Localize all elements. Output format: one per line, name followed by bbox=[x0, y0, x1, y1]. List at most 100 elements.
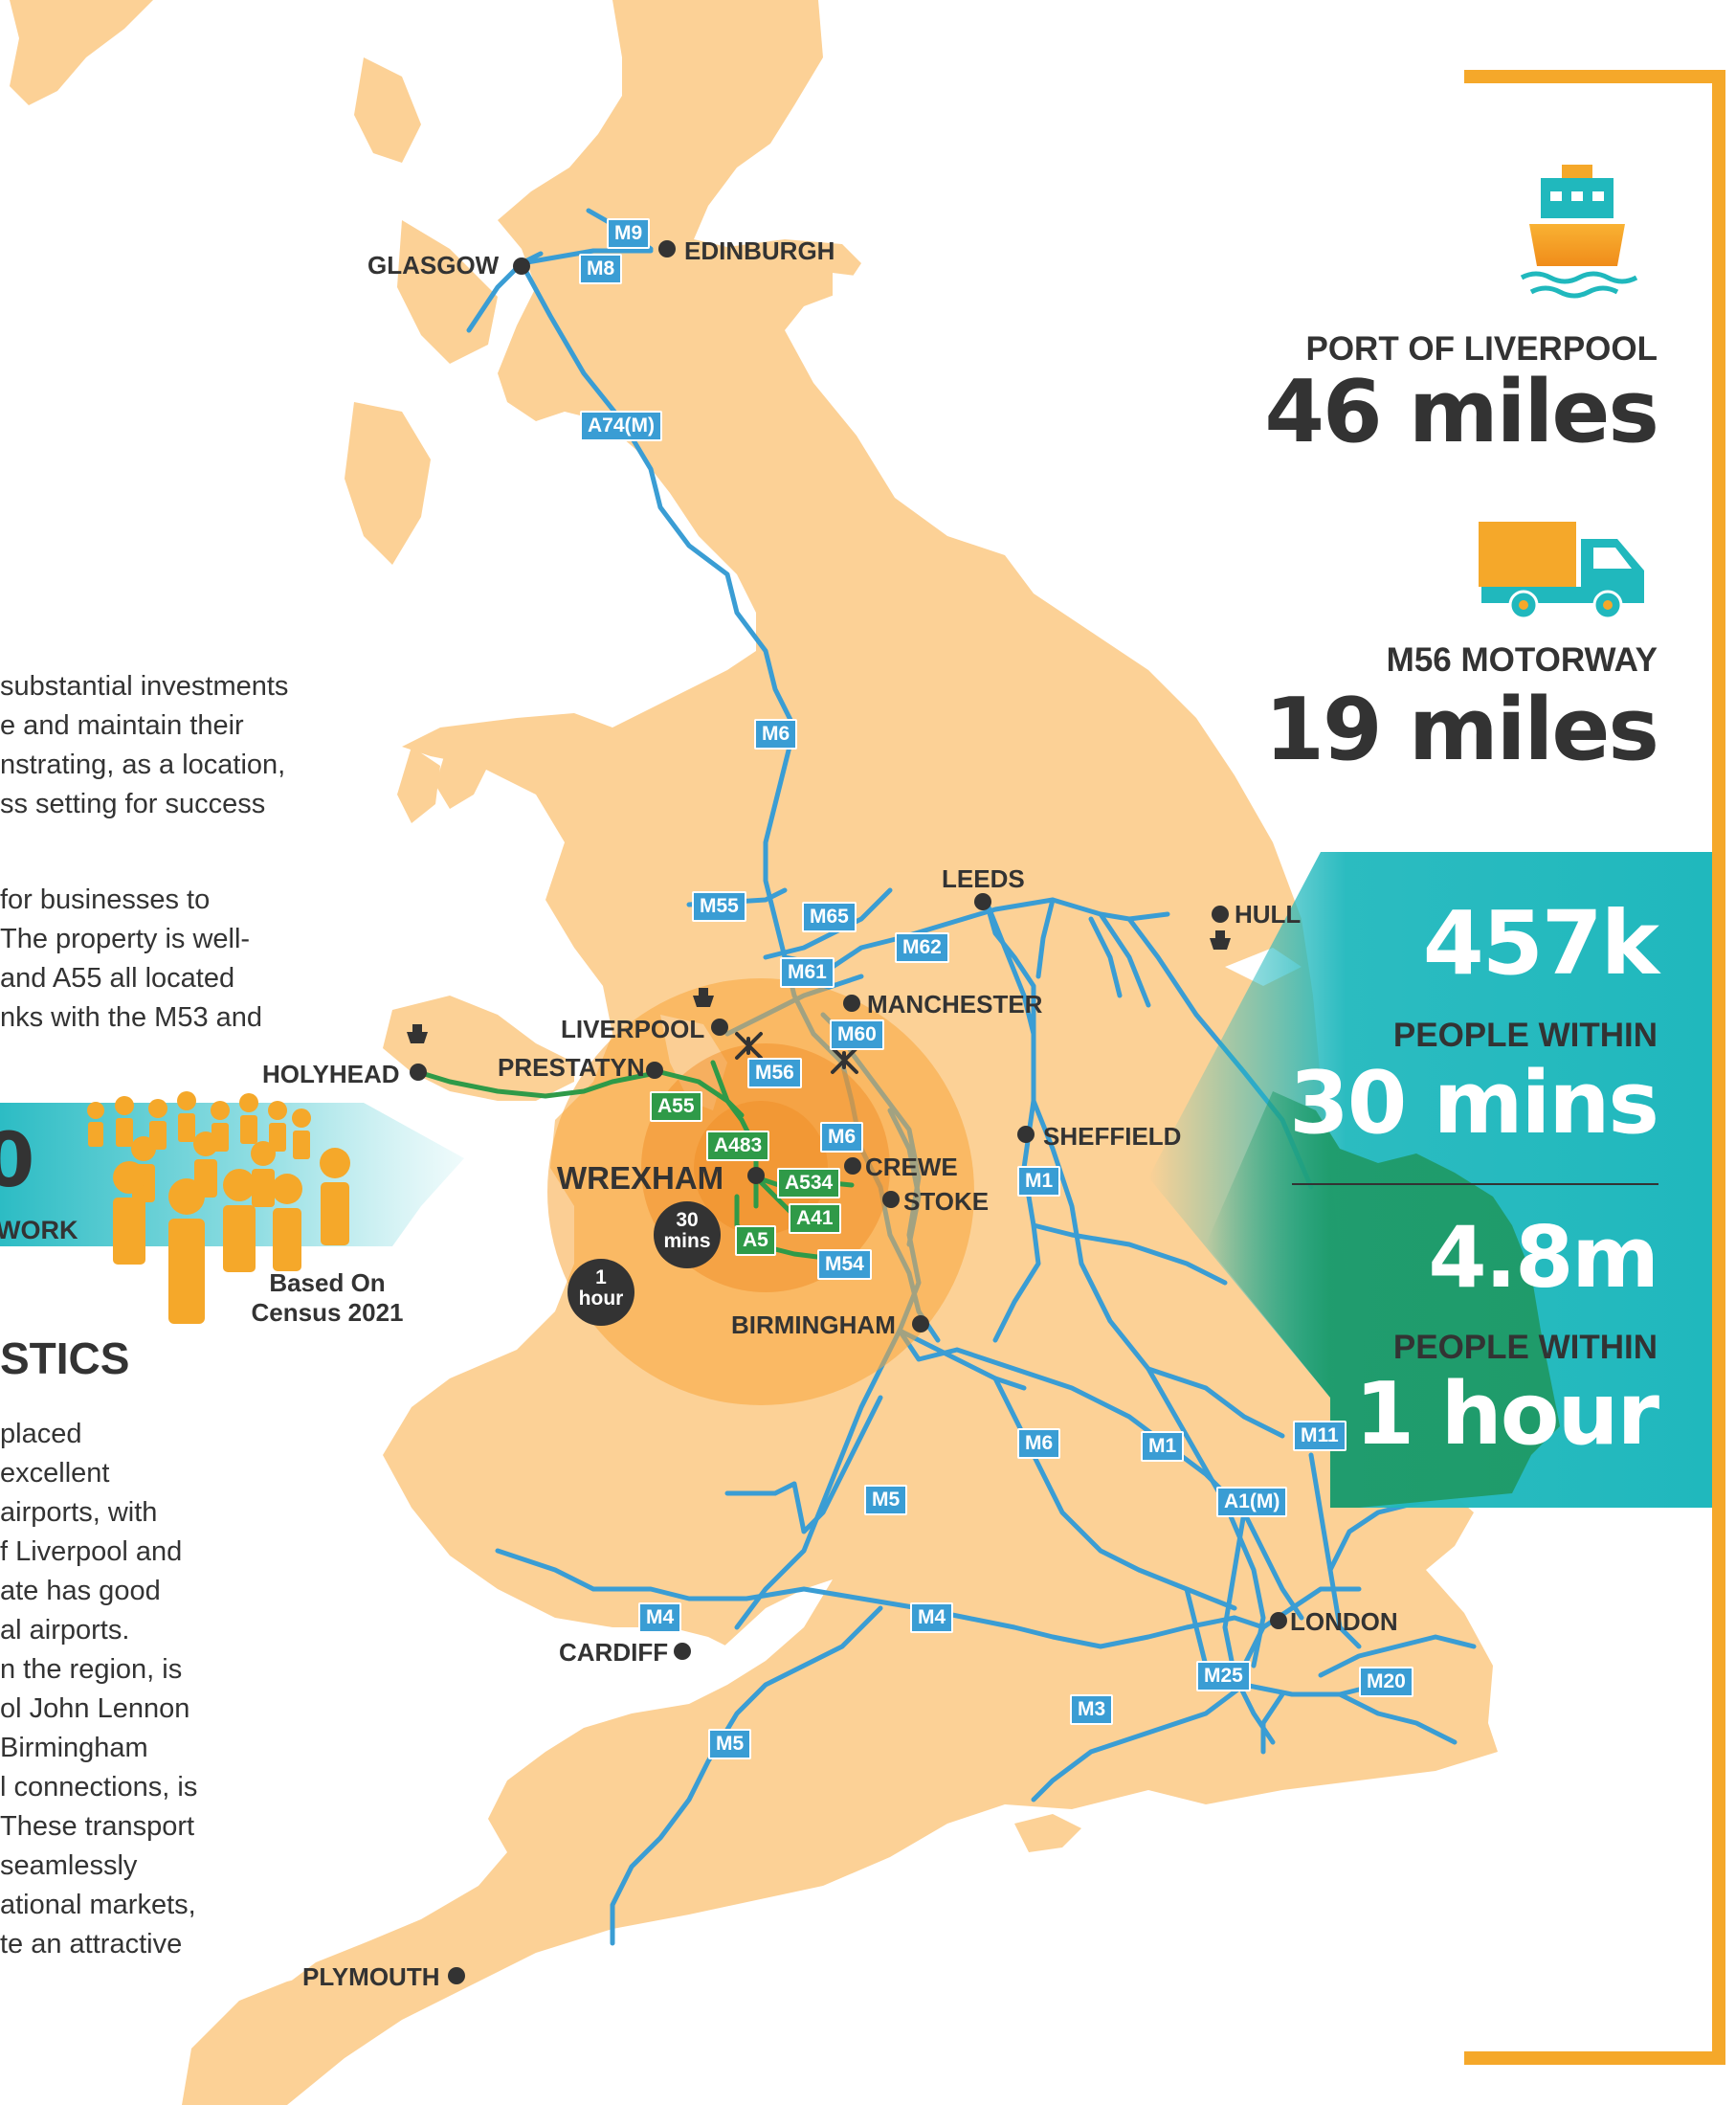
para1-line: substantial investments bbox=[0, 671, 289, 702]
logistics-paragraph: placed excellent airports, with f Liverp… bbox=[0, 1415, 230, 1964]
city-label-glasgow: GLASGOW bbox=[367, 251, 500, 280]
business-paragraph: for businesses to The property is well- … bbox=[0, 881, 330, 1038]
one-hour-bubble bbox=[568, 1259, 634, 1326]
road-badge-m60: M60 bbox=[830, 1019, 884, 1050]
motorway-distance: 19 miles bbox=[1264, 680, 1659, 780]
para3-line: ational markets, bbox=[0, 1890, 196, 1920]
one-hour-label: 1 hour bbox=[568, 1267, 634, 1310]
road-badge-m55: M55 bbox=[692, 891, 746, 922]
road-badge-m3: M3 bbox=[1070, 1694, 1114, 1725]
road-badge-m11: M11 bbox=[1293, 1421, 1347, 1451]
people-group-icon bbox=[87, 1091, 350, 1324]
port-label: PORT OF LIVERPOOL bbox=[1305, 330, 1658, 368]
thirty-min-bubble bbox=[654, 1201, 721, 1268]
road-badge-m1-south: M1 bbox=[1141, 1431, 1185, 1462]
city-label-crewe: CREWE bbox=[865, 1153, 958, 1181]
one-hour-ring bbox=[547, 978, 974, 1405]
census-note-line: Census 2021 bbox=[251, 1298, 404, 1327]
road-badge-a5: A5 bbox=[735, 1225, 776, 1256]
para3-line: l connections, is bbox=[0, 1772, 198, 1803]
road-badge-m25: M25 bbox=[1196, 1661, 1251, 1691]
intro-paragraph: substantial investments e and maintain t… bbox=[0, 667, 330, 824]
city-label-holyhead: HOLYHEAD bbox=[262, 1060, 400, 1088]
city-label-wrexham: WREXHAM bbox=[557, 1160, 724, 1196]
thirty-min-label: 30 mins bbox=[654, 1210, 721, 1252]
road-badge-m56: M56 bbox=[747, 1058, 802, 1088]
thirty-min-number: 30 bbox=[676, 1209, 699, 1231]
one-hour-unit: hour bbox=[578, 1288, 624, 1310]
road-badge-m65: M65 bbox=[802, 902, 857, 932]
thirty-min-unit: mins bbox=[663, 1230, 711, 1252]
pop-60-label: PEOPLE WITHIN bbox=[1392, 1329, 1658, 1366]
para1-line: ss setting for success bbox=[0, 789, 266, 819]
road-badge-m54: M54 bbox=[817, 1249, 872, 1280]
road-badge-m4-west: M4 bbox=[638, 1602, 682, 1633]
city-dots bbox=[410, 240, 1287, 1984]
para3-line: seamlessly bbox=[0, 1850, 138, 1881]
city-label-hull: HULL bbox=[1235, 900, 1302, 929]
road-badge-m61: M61 bbox=[780, 957, 835, 988]
road-badge-m6-south: M6 bbox=[1017, 1428, 1061, 1459]
para2-line: The property is well- bbox=[0, 924, 251, 954]
pop-30-label: PEOPLE WITHIN bbox=[1392, 1017, 1658, 1054]
road-badge-m9: M9 bbox=[607, 218, 651, 249]
port-distance: 46 miles bbox=[1264, 362, 1659, 462]
city-label-liverpool: LIVERPOOL bbox=[561, 1015, 705, 1043]
para2-line: and A55 all located bbox=[0, 963, 235, 994]
road-badge-m20: M20 bbox=[1359, 1667, 1413, 1697]
road-badge-m1-north: M1 bbox=[1017, 1166, 1061, 1197]
city-label-plymouth: PLYMOUTH bbox=[302, 1962, 440, 1991]
para1-line: nstrating, as a location, bbox=[0, 750, 286, 780]
road-badge-a41: A41 bbox=[789, 1203, 841, 1234]
para3-line: te an attractive bbox=[0, 1929, 183, 1959]
pop-60-time: 1 hour bbox=[1354, 1364, 1659, 1465]
para1-line: e and maintain their bbox=[0, 710, 244, 741]
para2-line: nks with the M53 and bbox=[0, 1002, 263, 1033]
para3-line: al airports. bbox=[0, 1615, 130, 1646]
city-label-sheffield: SHEFFIELD bbox=[1043, 1122, 1182, 1151]
para3-line: excellent bbox=[0, 1458, 110, 1489]
one-hour-number: 1 bbox=[595, 1266, 607, 1288]
road-badge-m4-east: M4 bbox=[910, 1602, 954, 1633]
population-panel bbox=[1148, 852, 1712, 1508]
road-badge-m8: M8 bbox=[579, 254, 623, 284]
road-badge-a1m: A1(M) bbox=[1216, 1487, 1288, 1517]
city-label-leeds: LEEDS bbox=[942, 864, 1025, 893]
pop-30-time: 30 mins bbox=[1289, 1053, 1659, 1153]
section-heading: STICS bbox=[0, 1333, 130, 1383]
stats-bracket bbox=[1464, 70, 1725, 2065]
road-badge-a483: A483 bbox=[706, 1131, 770, 1161]
truck-icon bbox=[1479, 522, 1644, 620]
para3-line: ate has good bbox=[0, 1576, 161, 1606]
workforce-number: 0 bbox=[0, 1118, 35, 1204]
city-label-prestatyn: PRESTATYN bbox=[498, 1053, 645, 1082]
para3-line: These transport bbox=[0, 1811, 195, 1842]
census-note-line: Based On bbox=[269, 1268, 386, 1297]
ship-icon bbox=[1520, 165, 1638, 299]
road-badge-m5-north: M5 bbox=[864, 1485, 908, 1515]
city-label-manchester: MANCHESTER bbox=[867, 990, 1043, 1019]
city-label-cardiff: CARDIFF bbox=[559, 1638, 669, 1667]
city-label-london: LONDON bbox=[1290, 1607, 1398, 1636]
para3-line: Birmingham bbox=[0, 1733, 148, 1763]
road-badge-a534: A534 bbox=[777, 1168, 841, 1198]
workforce-label: WORK bbox=[0, 1216, 78, 1244]
road-badge-a74m: A74(M) bbox=[580, 411, 663, 441]
road-badge-a55: A55 bbox=[650, 1091, 702, 1122]
city-label-edinburgh: EDINBURGH bbox=[684, 236, 835, 265]
road-badge-m5-south: M5 bbox=[708, 1729, 752, 1759]
motorway-label: M56 MOTORWAY bbox=[1386, 641, 1658, 679]
para3-line: f Liverpool and bbox=[0, 1536, 183, 1567]
para3-line: ol John Lennon bbox=[0, 1693, 190, 1724]
road-badge-m6-north: M6 bbox=[754, 719, 798, 750]
pop-60-value: 4.8m bbox=[1428, 1208, 1659, 1307]
para3-line: n the region, is bbox=[0, 1654, 183, 1685]
para3-line: placed bbox=[0, 1419, 82, 1449]
pop-30-value: 457k bbox=[1422, 892, 1659, 995]
para3-line: airports, with bbox=[0, 1497, 158, 1528]
airport-icon bbox=[735, 1032, 858, 1074]
para2-line: for businesses to bbox=[0, 885, 211, 915]
road-badge-m6-crewe: M6 bbox=[820, 1122, 864, 1153]
census-note: Based On Census 2021 bbox=[241, 1268, 413, 1328]
